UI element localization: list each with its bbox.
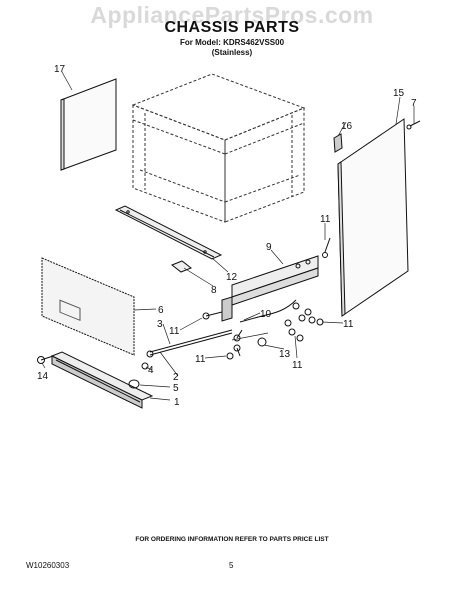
callout-14: 14: [37, 371, 49, 382]
callout-11-top: 11: [320, 214, 331, 225]
part-12-rail: [114, 205, 223, 260]
callout-8: 8: [211, 285, 217, 296]
callout-7: 7: [411, 98, 417, 109]
part-16-label: [333, 133, 343, 153]
part-6-panel: [41, 257, 135, 356]
page-number: 5: [229, 561, 234, 570]
part-13-clamp: [257, 337, 267, 347]
part-4-clip: [141, 362, 149, 370]
callout-9: 9: [266, 242, 272, 253]
callout-11-mid: 11: [195, 354, 206, 365]
callout-5: 5: [173, 383, 179, 394]
watermark-text: AppliancePartsPros.com: [90, 2, 374, 28]
callout-15: 15: [393, 88, 405, 99]
part-14-foot: [37, 356, 45, 364]
part-15-panel: [337, 118, 409, 317]
callout-16: 16: [341, 121, 353, 132]
part-17-panel: [60, 78, 117, 171]
callout-12: 12: [226, 272, 238, 283]
callout-6: 6: [158, 305, 164, 316]
callout-11-bottom: 11: [292, 360, 303, 371]
callout-17: 17: [54, 64, 66, 75]
callout-4: 4: [148, 365, 154, 376]
part-10-cable: [239, 299, 297, 323]
model-line: For Model: KDRS462VSS00: [179, 38, 285, 47]
document-number: W10260303: [26, 561, 70, 570]
callout-11-right: 11: [343, 319, 354, 330]
part-1-toekick: [50, 351, 154, 401]
part-3-rod: [149, 329, 233, 353]
callout-11-left: 11: [169, 326, 180, 337]
page-title: CHASSIS PARTS: [164, 19, 300, 36]
part-5-bushing: [128, 379, 140, 389]
callout-2: 2: [173, 372, 179, 383]
callout-10: 10: [260, 309, 272, 320]
callout-1: 1: [174, 397, 180, 408]
finish-line: (Stainless): [211, 48, 253, 57]
ordering-note: FOR ORDERING INFORMATION REFER TO PARTS …: [135, 536, 329, 543]
callout-13: 13: [279, 349, 291, 360]
callout-3: 3: [157, 319, 163, 330]
tub-outline: [131, 73, 306, 223]
